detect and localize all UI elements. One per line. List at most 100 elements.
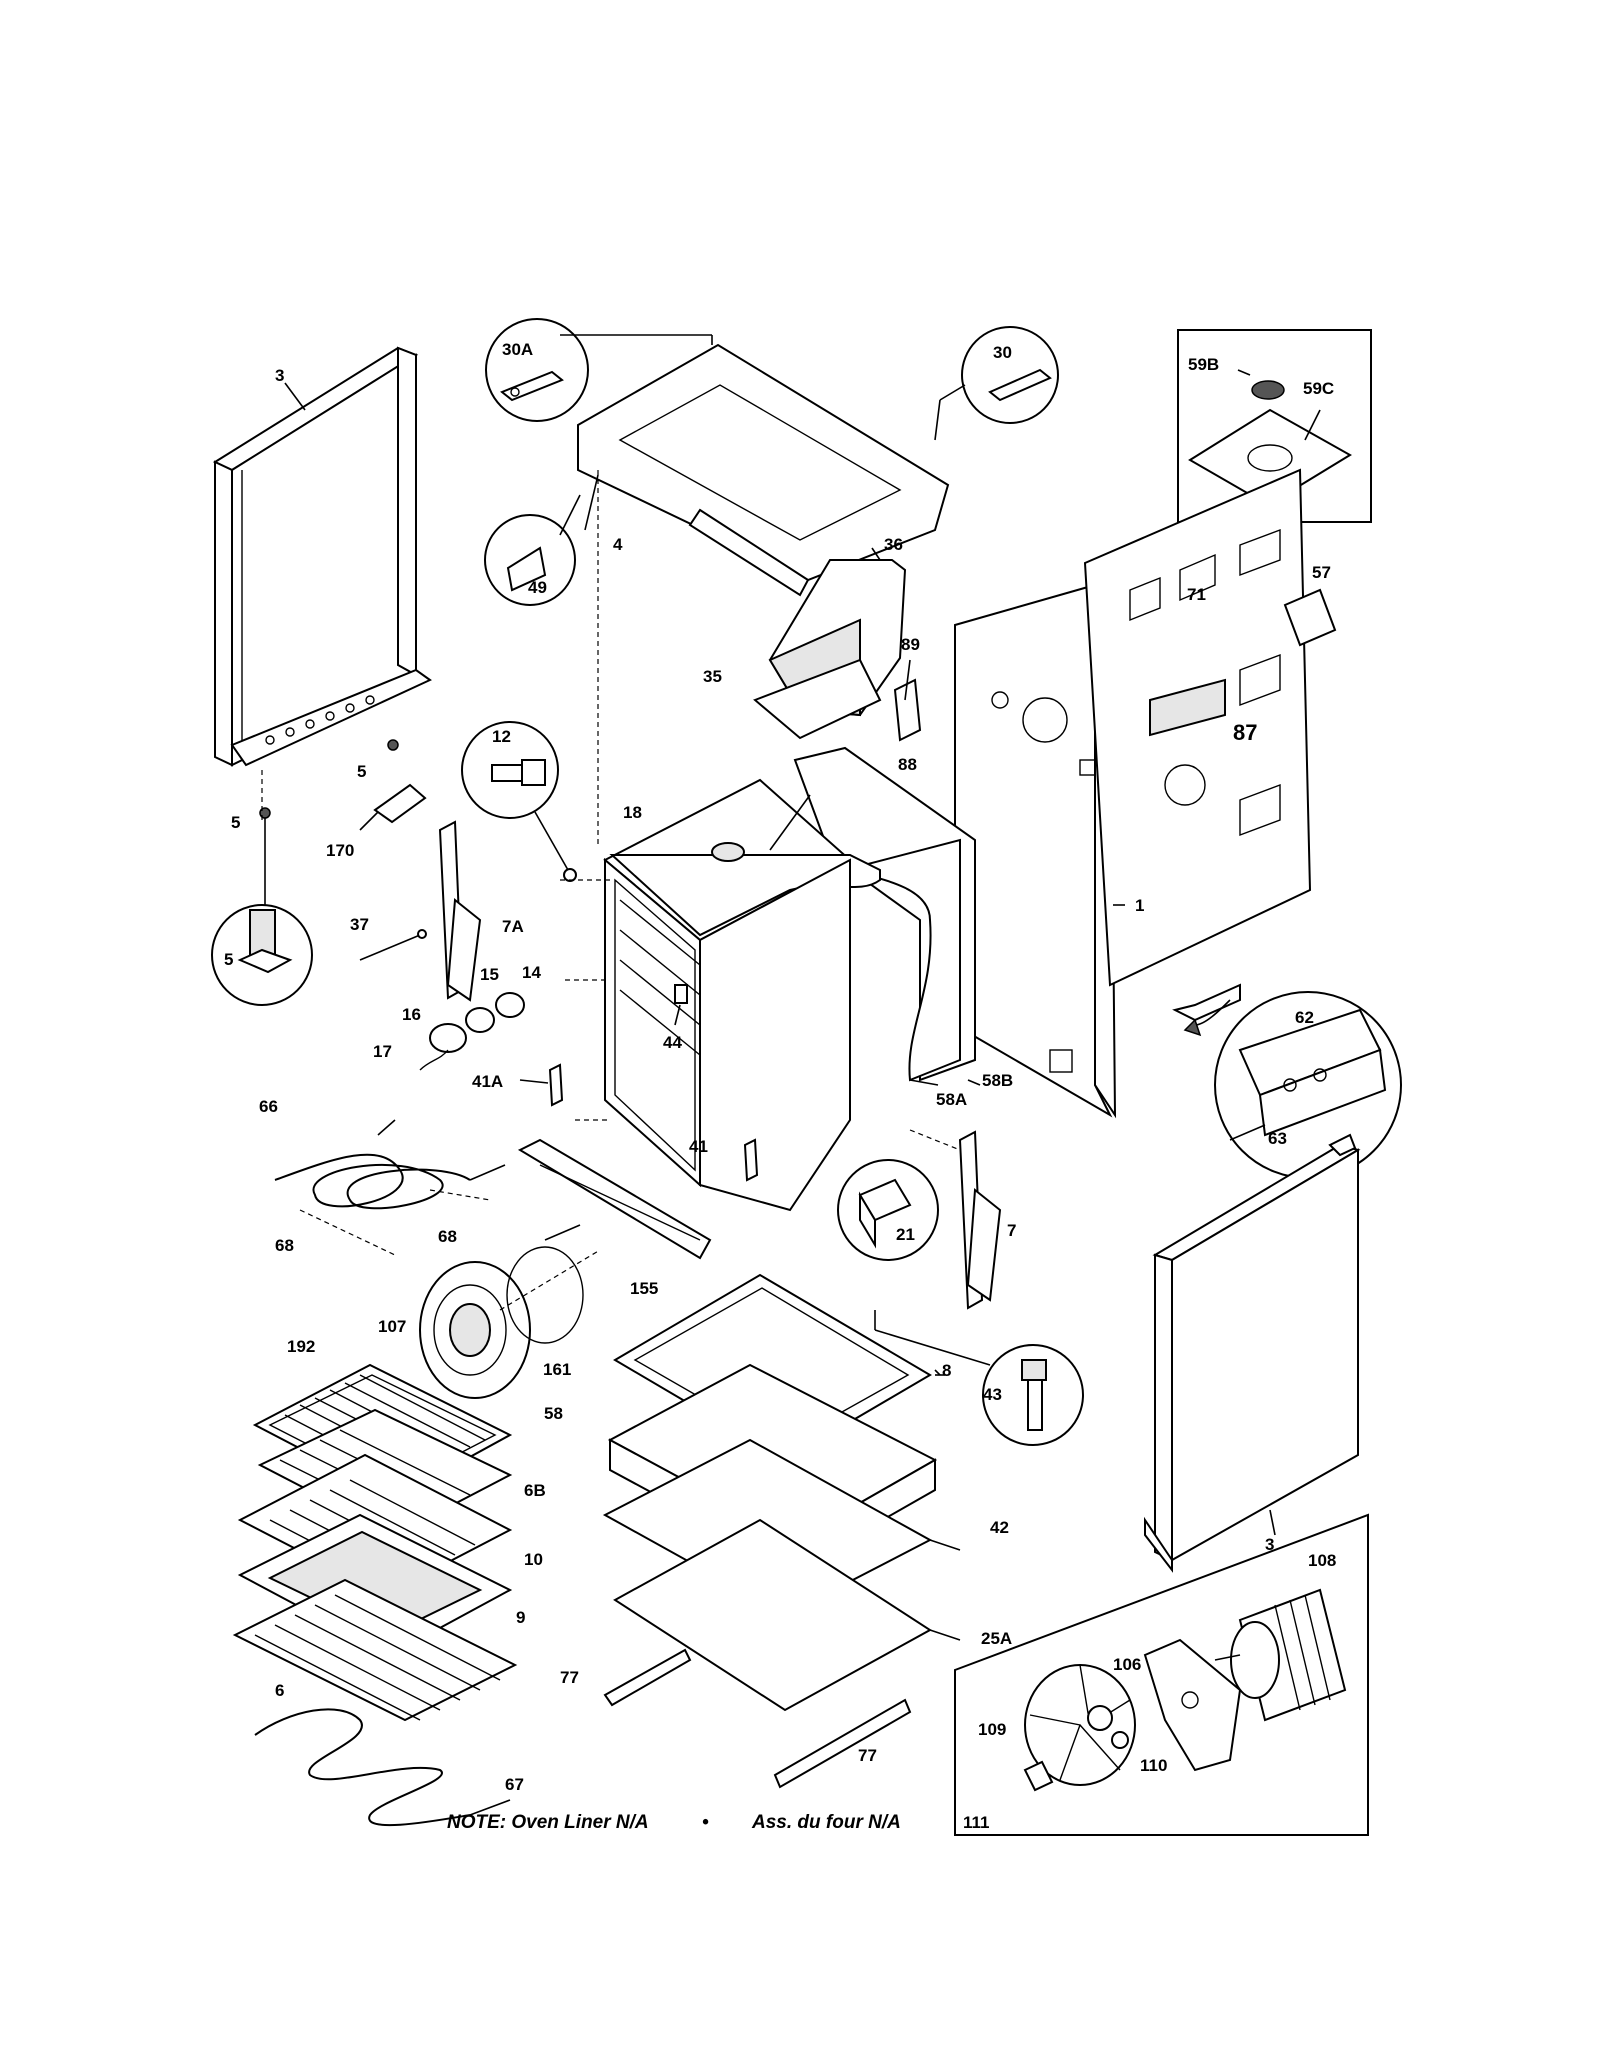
inset-box-fan-motor: [954, 1513, 1369, 1836]
label-35: 35: [703, 667, 722, 686]
label-3: 3: [275, 366, 284, 385]
callout-62: [1172, 983, 1402, 1179]
label-49: 49: [528, 578, 547, 597]
note-bullet: •: [702, 1812, 709, 1833]
label-17: 17: [373, 1042, 392, 1061]
label-7a: 7A: [502, 917, 524, 936]
label-107: 107: [378, 1317, 406, 1336]
part-89-bracket: [893, 659, 922, 742]
label-111: 111: [963, 1813, 990, 1832]
part-top-bracket: [577, 343, 950, 597]
part-155-vent: [517, 1138, 712, 1260]
part-107-fan-cover: [419, 1261, 531, 1399]
label-5-middle: 5: [231, 813, 240, 832]
label-77-left: 77: [560, 1668, 579, 1687]
part-racks-and-pans: [232, 1363, 518, 1827]
part-41a-bracket: [519, 1063, 564, 1107]
part-side-panel-right: [1144, 1133, 1361, 1573]
label-42: 42: [990, 1518, 1009, 1537]
part-68-wires: [299, 1189, 491, 1256]
callout-30a: [485, 318, 713, 422]
part-rear-cover: [1083, 468, 1312, 987]
label-106: 106: [1113, 1655, 1141, 1674]
part-number-labels: 3 30A 30 59B 59C 49 4 36 71 57 89 35 88 …: [224, 340, 1336, 1832]
label-109: 109: [978, 1720, 1006, 1739]
label-12: 12: [492, 727, 511, 746]
label-88: 88: [898, 755, 917, 774]
leader-lines: [261, 470, 1125, 1641]
label-4: 4: [613, 535, 623, 554]
label-66: 66: [259, 1097, 278, 1116]
label-37: 37: [350, 915, 369, 934]
label-44: 44: [663, 1033, 682, 1052]
part-7-slide: [958, 1130, 1002, 1310]
label-67: 67: [505, 1775, 524, 1794]
callout-5: [211, 739, 399, 1006]
label-21: 21: [896, 1225, 915, 1244]
label-58: 58: [544, 1404, 563, 1423]
label-8: 8: [942, 1361, 951, 1380]
label-18: 18: [623, 803, 642, 822]
footnote: NOTE: Oven Liner N/A • Ass. du four N/A: [447, 1812, 901, 1833]
label-87: 87: [1233, 720, 1257, 745]
part-7a-slide: [438, 820, 482, 1002]
label-89: 89: [901, 635, 920, 654]
part-oven-lamp: [419, 992, 525, 1071]
callout-12: [461, 721, 577, 882]
part-44-sensor: [674, 984, 688, 1026]
part-side-panel-left: [212, 346, 432, 767]
label-63: 63: [1268, 1129, 1287, 1148]
label-77-right: 77: [858, 1746, 877, 1765]
part-outer-wrap: [793, 746, 976, 1082]
label-58b: 58B: [982, 1071, 1013, 1090]
label-155: 155: [630, 1279, 658, 1298]
label-9: 9: [516, 1608, 525, 1627]
callout-43: [874, 1310, 1084, 1446]
part-77-slides: [603, 1648, 912, 1789]
label-68-left: 68: [275, 1236, 294, 1255]
note-left: NOTE: Oven Liner N/A: [447, 1812, 649, 1833]
label-43: 43: [983, 1385, 1002, 1404]
label-14: 14: [522, 963, 541, 982]
label-58a: 58A: [936, 1090, 967, 1109]
part-37-wire: [359, 929, 427, 961]
label-15: 15: [480, 965, 499, 984]
label-110: 110: [1140, 1756, 1167, 1775]
part-66-bake-element: [274, 1119, 506, 1210]
part-oven-cavity: [603, 778, 881, 1212]
label-7: 7: [1007, 1221, 1016, 1240]
part-41-bracket: [743, 1138, 759, 1182]
callout-30: [934, 326, 1059, 441]
label-3-right: 3: [1265, 1535, 1274, 1554]
label-68-right: 68: [438, 1227, 457, 1246]
label-6: 6: [275, 1681, 284, 1700]
callout-49: [484, 494, 581, 606]
label-59b: 59B: [1188, 355, 1219, 374]
label-108: 108: [1308, 1551, 1336, 1570]
callout-21: [837, 1159, 939, 1261]
part-57-plate: [1283, 588, 1337, 647]
label-1: 1: [1135, 896, 1144, 915]
label-71: 71: [1187, 585, 1206, 604]
label-41: 41: [689, 1137, 708, 1156]
label-16: 16: [402, 1005, 421, 1024]
label-25a: 25A: [981, 1629, 1012, 1648]
part-161-gasket: [506, 1224, 584, 1344]
label-41a: 41A: [472, 1072, 503, 1091]
label-30: 30: [993, 343, 1012, 362]
label-62: 62: [1295, 1008, 1314, 1027]
label-161: 161: [543, 1360, 571, 1379]
label-170: 170: [326, 841, 354, 860]
label-59c: 59C: [1303, 379, 1334, 398]
part-170-clip: [359, 783, 427, 831]
label-5-callout: 5: [224, 950, 233, 969]
label-5-upper: 5: [357, 762, 366, 781]
note-right: Ass. du four N/A: [751, 1812, 901, 1833]
label-57: 57: [1312, 563, 1331, 582]
label-30a: 30A: [502, 340, 533, 359]
label-36: 36: [884, 535, 903, 554]
label-192: 192: [287, 1337, 315, 1356]
label-6b: 6B: [524, 1481, 546, 1500]
label-10: 10: [524, 1550, 543, 1569]
